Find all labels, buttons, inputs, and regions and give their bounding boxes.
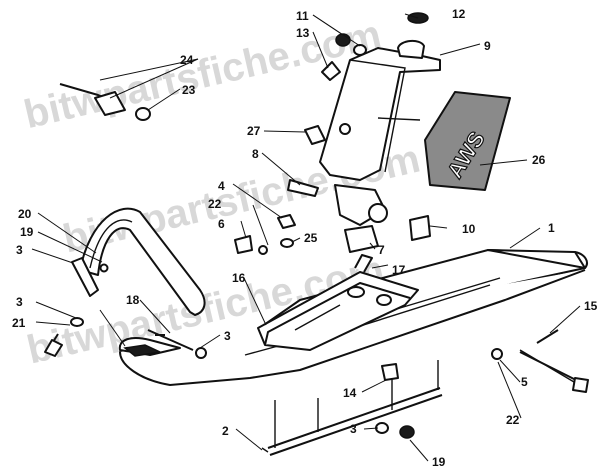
callout-5: 5	[521, 375, 528, 389]
callout-16: 16	[232, 271, 246, 285]
ski-saddle	[257, 254, 419, 351]
callout-19a: 19	[20, 225, 34, 239]
callout-12: 12	[452, 7, 466, 21]
callout-11: 11	[296, 9, 309, 23]
callout-15: 15	[584, 299, 598, 313]
callout-labels: 1 2 3 3 3 3 4 5 6 7 8 9 10 11 12 13 14 1…	[12, 7, 598, 469]
callout-2: 2	[222, 424, 229, 438]
callout-3c: 3	[224, 329, 231, 343]
callout-3a: 3	[16, 243, 23, 257]
callout-7: 7	[378, 243, 385, 257]
shock-absorber	[319, 40, 441, 226]
callout-10: 10	[462, 222, 476, 236]
callout-21: 21	[12, 316, 26, 330]
callout-13: 13	[296, 26, 310, 40]
leader-lines	[31, 13, 581, 462]
callout-18: 18	[126, 293, 140, 307]
callout-4: 4	[218, 179, 225, 193]
callout-17: 17	[392, 263, 406, 277]
callout-24: 24	[180, 53, 194, 67]
callout-6: 6	[218, 217, 225, 231]
callout-22b: 22	[506, 413, 520, 427]
callout-8: 8	[252, 147, 259, 161]
hardware	[44, 12, 589, 439]
callout-3d: 3	[350, 422, 357, 436]
callout-19b: 19	[432, 455, 446, 469]
callout-23: 23	[182, 83, 196, 97]
callout-20: 20	[18, 207, 32, 221]
aws-decal: AWS	[424, 91, 511, 191]
callout-22a: 22	[208, 197, 222, 211]
callout-9: 9	[484, 39, 491, 53]
callout-27: 27	[247, 124, 261, 138]
wear-rod	[261, 360, 443, 456]
callout-14: 14	[343, 386, 357, 400]
callout-26: 26	[532, 153, 546, 167]
callout-1: 1	[548, 221, 555, 235]
ski-loop	[71, 207, 206, 316]
callout-25: 25	[304, 231, 318, 245]
callout-3b: 3	[16, 295, 23, 309]
